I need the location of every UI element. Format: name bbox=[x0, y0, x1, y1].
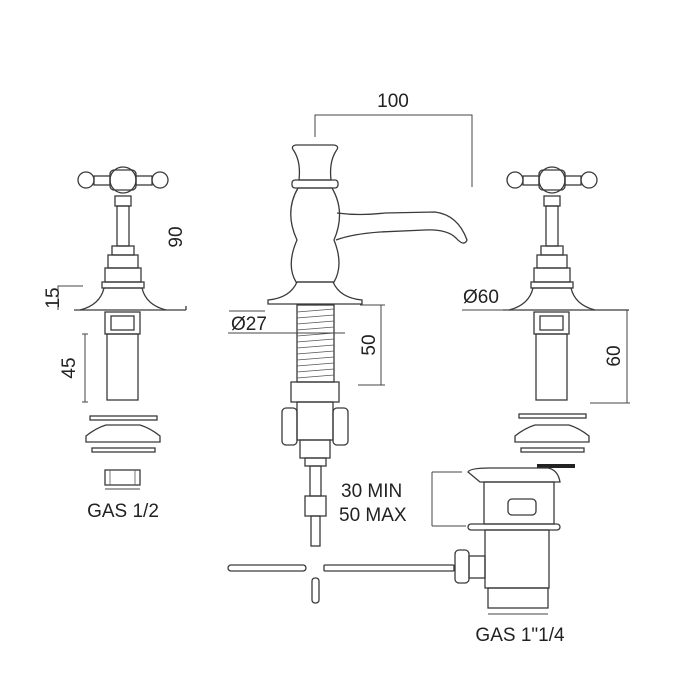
spout-body bbox=[227, 144, 468, 604]
dim-tap-shank-right: 60 bbox=[604, 345, 625, 366]
dim-flange-diameter: Ø60 bbox=[463, 287, 499, 308]
left-tap-dimensions: 15 90 45 GAS 1/2 bbox=[43, 226, 187, 522]
dim-thickness-min: 30 MIN bbox=[341, 481, 402, 502]
dim-flange-height: 15 bbox=[43, 287, 64, 308]
label-tap-thread: GAS 1/2 bbox=[87, 501, 159, 522]
dim-thickness-max: 50 MAX bbox=[339, 505, 407, 526]
dim-tap-height: 90 bbox=[166, 226, 187, 247]
waste-dimensions: 30 MIN 50 MAX GAS 1"1/4 bbox=[339, 471, 565, 646]
dim-shank-length: 50 bbox=[359, 334, 380, 355]
dim-spout-reach: 100 bbox=[377, 91, 409, 112]
pop-up-waste bbox=[454, 467, 561, 615]
right-cross-tap bbox=[503, 166, 629, 468]
right-tap-dimensions: Ø60 60 bbox=[462, 287, 630, 404]
dim-tap-shank: 45 bbox=[59, 357, 80, 378]
left-cross-tap bbox=[74, 166, 187, 490]
dim-shank-diameter: Ø27 bbox=[231, 314, 267, 335]
label-waste-thread: GAS 1"1/4 bbox=[475, 625, 565, 646]
spout-dimensions: 100 Ø27 50 bbox=[228, 91, 473, 386]
